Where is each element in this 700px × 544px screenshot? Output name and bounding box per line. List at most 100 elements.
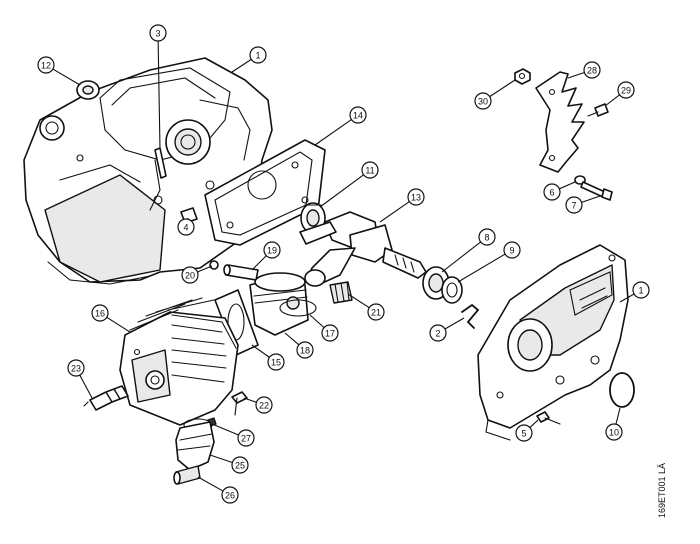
callout-circle-22 — [255, 396, 273, 414]
callout-label-17: 17 — [325, 329, 335, 339]
callout-label-7: 7 — [571, 201, 576, 211]
callout-circle-16 — [91, 304, 109, 322]
callout-label-21: 21 — [371, 308, 381, 318]
callout-circle-7 — [565, 196, 583, 214]
part-10-circlip — [609, 372, 635, 408]
callout-label-29: 29 — [621, 86, 631, 96]
callout-label-9: 9 — [509, 246, 514, 256]
callout-label-2: 2 — [435, 329, 440, 339]
callout-label-19: 19 — [267, 246, 277, 256]
part-18-piston — [249, 272, 309, 336]
callout-leader-18 — [284, 332, 300, 346]
callout-leader-19 — [251, 255, 267, 271]
callout-circle-14 — [349, 106, 367, 124]
part-21-needle-cage — [329, 281, 353, 304]
callout-leader-10 — [615, 407, 621, 425]
callout-label-11: 11 — [365, 166, 374, 176]
callout-label-8: 8 — [484, 233, 489, 243]
part-12-seal-ring — [76, 80, 100, 100]
callout-circle-30 — [474, 92, 492, 110]
callout-circle-10 — [605, 423, 623, 441]
part-9-seal — [441, 276, 463, 304]
callout-leader-29 — [604, 94, 620, 107]
callout-circle-15 — [267, 353, 285, 371]
callout-label-23: 23 — [71, 364, 81, 374]
callout-circle-26 — [221, 486, 239, 504]
part-16-cylinder — [119, 297, 239, 426]
callout-circle-11 — [361, 161, 379, 179]
callout-circle-18 — [296, 341, 314, 359]
callout-circle-5 — [515, 424, 533, 442]
callout-leader-15 — [251, 344, 270, 358]
part-29-screw — [587, 103, 609, 117]
callout-circle-12 — [37, 56, 55, 74]
callout-circle-27 — [237, 429, 255, 447]
callout-label-3: 3 — [155, 29, 160, 39]
callout-leader-12 — [52, 68, 81, 86]
callout-circle-28 — [583, 61, 601, 79]
callout-label-16: 16 — [95, 309, 105, 319]
callout-leader-30 — [489, 79, 516, 98]
part-3-pin — [154, 147, 167, 179]
callout-leader-6 — [559, 181, 576, 190]
callout-circle-21 — [367, 303, 385, 321]
callout-leader-9 — [457, 253, 506, 283]
callout-leader-11 — [319, 174, 364, 208]
callout-circle-25 — [231, 456, 249, 474]
crankcase-left-half — [23, 57, 273, 285]
callout-leader-28 — [567, 72, 585, 79]
part-17-piston-ring — [279, 299, 317, 317]
callout-leader-21 — [347, 293, 370, 309]
callout-circle-9 — [503, 241, 521, 259]
callout-label-13: 13 — [411, 193, 421, 203]
callout-circle-13 — [407, 188, 425, 206]
callout-leader-16 — [106, 316, 131, 333]
part-23-spark-plug — [83, 385, 129, 411]
callout-leader-5 — [529, 419, 539, 428]
callout-label-22: 22 — [259, 401, 269, 411]
crankcase-right-half — [477, 244, 629, 441]
callout-leader-1 — [619, 293, 635, 303]
figure-reference-code: 169ET001 LÄ — [657, 463, 667, 518]
callout-circle-20 — [181, 266, 199, 284]
callout-circle-19 — [263, 241, 281, 259]
callout-leader-22 — [243, 397, 257, 403]
callout-label-18: 18 — [300, 346, 310, 356]
callout-leader-13 — [379, 201, 410, 223]
callout-circle-29 — [617, 81, 635, 99]
callout-leader-26 — [197, 476, 224, 492]
callout-leader-3 — [157, 40, 161, 151]
callout-label-10: 10 — [609, 428, 619, 438]
callout-circle-1 — [249, 46, 267, 64]
part-5-screw — [536, 411, 561, 425]
part-19-piston-pin — [223, 264, 259, 281]
callout-circle-6 — [543, 183, 561, 201]
callout-label-20: 20 — [185, 271, 195, 281]
part-2-clip — [461, 303, 480, 329]
callout-circle-2 — [429, 324, 447, 342]
callout-label-28: 28 — [587, 66, 597, 76]
callout-leader-1 — [231, 58, 252, 73]
part-13-crankshaft — [299, 211, 427, 287]
callout-leader-14 — [314, 119, 352, 146]
callout-leader-17 — [309, 314, 325, 329]
part-30-nut — [514, 68, 531, 85]
part-7-bolt — [580, 181, 613, 201]
callout-label-14: 14 — [353, 111, 363, 121]
callout-leader-25 — [209, 454, 233, 463]
callout-circle-8 — [478, 228, 496, 246]
callout-circle-3 — [149, 24, 167, 42]
callout-leader-8 — [441, 241, 482, 273]
callout-circle-1 — [632, 281, 650, 299]
part-26-bushing — [173, 465, 201, 485]
part-28-bumper-spike — [535, 71, 585, 173]
part-25-intake-manifold — [175, 421, 215, 471]
part-22-screw — [231, 391, 248, 416]
callout-leader-7 — [581, 195, 601, 203]
callout-label-15: 15 — [271, 358, 281, 368]
callout-label-5: 5 — [521, 429, 526, 439]
callout-leader-20 — [197, 265, 213, 273]
callout-label-12: 12 — [41, 61, 51, 71]
